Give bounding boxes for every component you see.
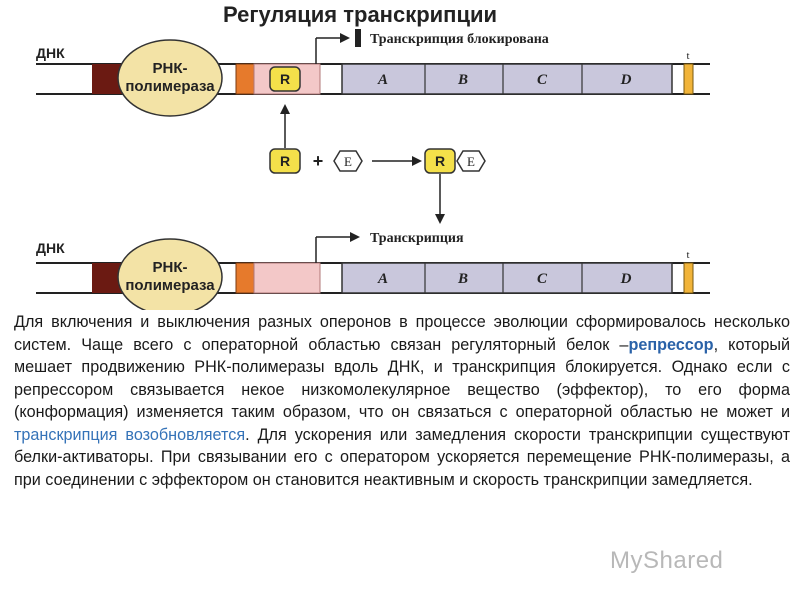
gene-region [341, 63, 673, 95]
terminator-segment [683, 63, 694, 95]
page-title: Регуляция транскрипции [222, 2, 498, 27]
repressor-term: репрессор [628, 335, 714, 354]
bottom-dna-strand: ДНК A B C D t РНК- полимераза Транскрипц… [36, 231, 710, 310]
gene-label: A [377, 271, 388, 287]
transcription-resumes-term: транскрипция возобновляется [14, 425, 246, 444]
dna-label: ДНК [36, 45, 65, 61]
transcription-label: Транскрипция [370, 231, 464, 246]
rna-polymerase [117, 238, 223, 310]
blocked-label: Транскрипция блокирована [370, 32, 549, 47]
top-dna-strand: ДНК A B C D t РНК- полимераза R Транскри… [36, 29, 710, 117]
effector-label: E [344, 154, 352, 169]
polymerase-label-line2: полимераза [125, 78, 215, 95]
operator-segment [253, 262, 321, 294]
polymerase-label-line1: РНК- [153, 60, 188, 77]
gene-label: D [620, 72, 632, 88]
body-text-part: . Для ускорения или замедления скорости … [14, 425, 790, 489]
terminator-label: t [686, 50, 689, 62]
gene-label: A [377, 72, 388, 88]
polymerase-label-line1: РНК- [153, 259, 188, 276]
gene-label: C [537, 271, 548, 287]
repressor-bound [269, 66, 301, 92]
body-text-part: , который мешает продвижению РНК-полимер… [14, 335, 791, 422]
repressor-complex [424, 148, 456, 174]
promoter-orange-segment [235, 63, 255, 95]
repressor-complex-label: R [435, 153, 445, 169]
effector-bound-shape [456, 150, 486, 172]
body-paragraph: Для включения и выключения разных оперон… [14, 311, 790, 491]
gene-label: D [620, 271, 632, 287]
block-bar-icon [355, 29, 361, 47]
body-text-part: Для включения и выключения разных оперон… [14, 313, 790, 354]
watermark-logo: MyShared [610, 547, 724, 574]
terminator-label: t [686, 249, 689, 261]
polymerase-label-line2: полимераза [125, 277, 215, 294]
effector-bound-label: E [467, 154, 475, 169]
gene-region [341, 262, 673, 294]
gene-label: B [457, 271, 468, 287]
free-repressor [269, 148, 301, 174]
promoter-orange-segment [235, 262, 255, 294]
dna-label: ДНК [36, 240, 65, 256]
free-repressor-label: R [280, 153, 290, 169]
repressor-effector-reaction: R + E R E [269, 104, 486, 224]
rna-polymerase [117, 39, 223, 117]
gene-label: C [537, 72, 548, 88]
plus-sign: + [313, 151, 324, 171]
operon-regulation-diagram: ДНК A B C D t РНК- полимераза R Транскри… [36, 29, 710, 310]
promoter-dark-segment [92, 263, 122, 293]
terminator-segment [683, 262, 694, 294]
promoter-dark-segment [92, 64, 122, 94]
gene-label: B [457, 72, 468, 88]
effector-shape [333, 150, 363, 172]
repressor-label: R [280, 71, 290, 87]
